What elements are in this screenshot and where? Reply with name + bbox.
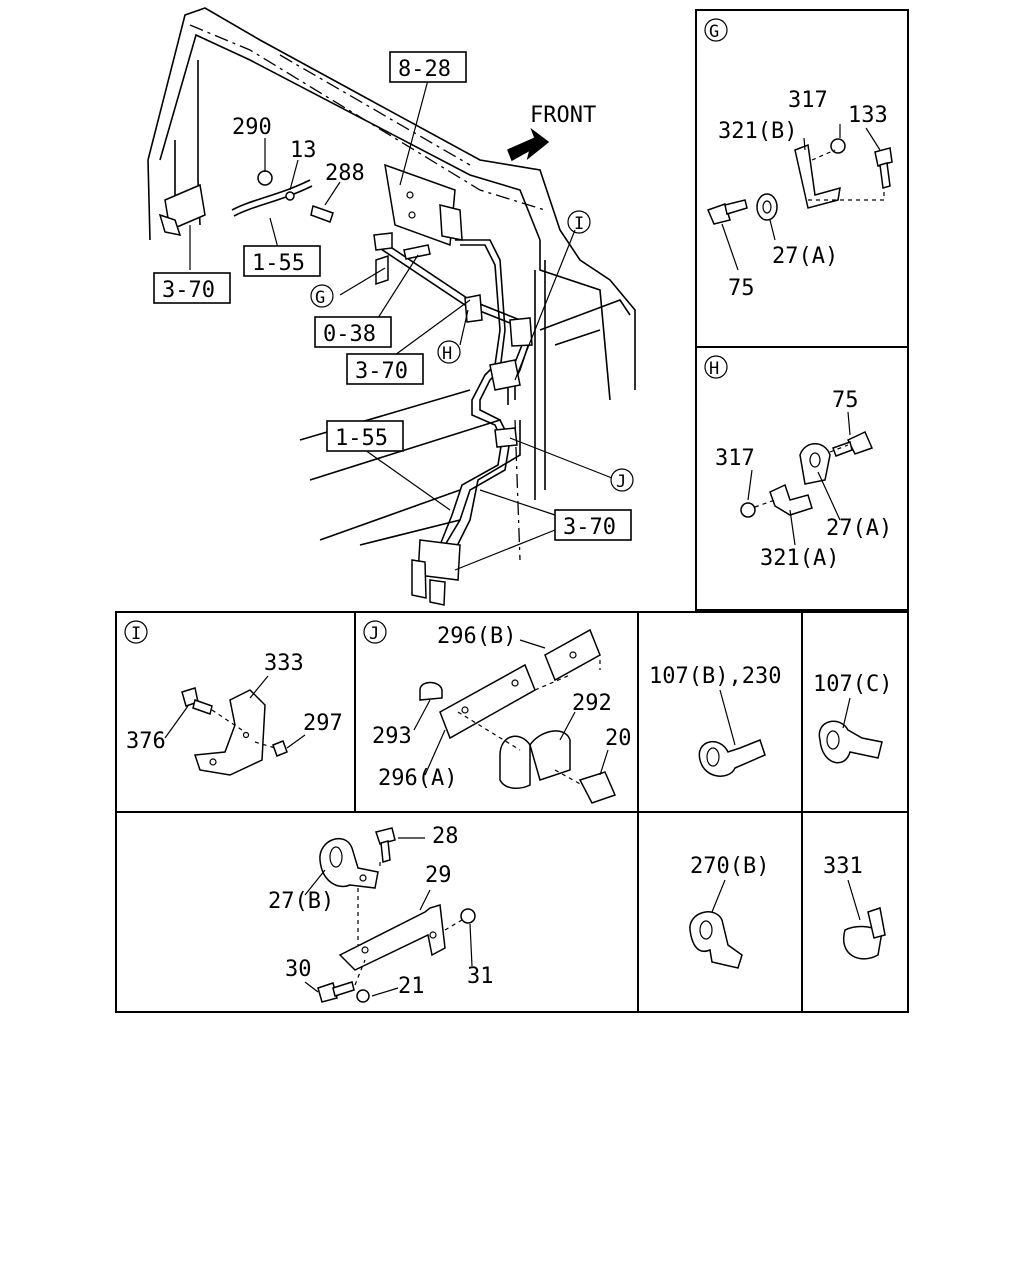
- panel-letter: G: [709, 22, 719, 42]
- part-label: 321(B): [718, 119, 797, 144]
- part-label: 28: [432, 824, 459, 849]
- detail-panel-331: 331: [823, 854, 886, 960]
- detail-panel-j: J 296(B) 292 293 20 296(A): [363, 620, 632, 804]
- part-label: 296(A): [378, 766, 457, 791]
- part-label: 13: [290, 138, 317, 163]
- part-label: 317: [715, 446, 755, 471]
- part-label: 21: [398, 974, 425, 999]
- detail-panel-107c: 107(C): [813, 672, 892, 764]
- part-label: 31: [467, 964, 494, 989]
- part-label: 270(B): [690, 854, 769, 879]
- part-label: 317: [788, 88, 828, 113]
- callout-letter: H: [442, 344, 452, 364]
- part-label: 27(B): [268, 889, 334, 914]
- detail-panel-h: H 75 317 27(A) 321(A): [704, 355, 892, 571]
- panel-letter: H: [709, 359, 719, 379]
- detail-panel-bracket: 28 29 27(B) 30 21 31: [268, 824, 494, 1003]
- ref-box-label: 0-38: [323, 322, 376, 347]
- callout-letter: I: [574, 214, 584, 234]
- callout-letter: J: [616, 472, 626, 492]
- part-label: 20: [605, 726, 632, 751]
- front-label: FRONT: [530, 103, 596, 128]
- main-assembly-view: FRONT 8-28 1-55 3-70 0-38 3-70 1-55 3-70: [147, 7, 636, 606]
- detail-panel-i: I 333 376 297: [124, 620, 343, 776]
- ref-box-label: 8-28: [398, 57, 451, 82]
- ref-box-label: 1-55: [335, 426, 388, 451]
- part-label: 107(C): [813, 672, 892, 697]
- ref-box-label: 3-70: [162, 278, 215, 303]
- ref-box-label: 3-70: [563, 515, 616, 540]
- part-label: 293: [372, 724, 412, 749]
- callout-letter: G: [315, 288, 325, 308]
- part-label: 75: [728, 276, 755, 301]
- part-label: 331: [823, 854, 863, 879]
- part-label: 27(A): [772, 244, 838, 269]
- panel-letter: I: [131, 624, 141, 644]
- part-label: 75: [832, 388, 859, 413]
- part-label: 27(A): [826, 516, 892, 541]
- panel-letter: J: [369, 624, 379, 644]
- part-label: 296(B): [437, 624, 516, 649]
- detail-panel-g: G 317 133 321(B) 75 27(A): [704, 18, 893, 301]
- part-label: 288: [325, 161, 365, 186]
- part-label: 333: [264, 651, 304, 676]
- ref-box-label: 1-55: [252, 251, 305, 276]
- part-label: 30: [285, 957, 312, 982]
- part-label: 292: [572, 691, 612, 716]
- part-label: 107(B),230: [649, 664, 781, 689]
- part-label: 133: [848, 103, 888, 128]
- ref-box-label: 3-70: [355, 359, 408, 384]
- panel-frames: [115, 9, 909, 1013]
- part-label: 297: [303, 711, 343, 736]
- part-label: 376: [126, 729, 166, 754]
- detail-panel-107b: 107(B),230: [649, 664, 781, 777]
- part-label: 321(A): [760, 546, 839, 571]
- part-label: 290: [232, 115, 272, 140]
- detail-panel-270b: 270(B): [689, 854, 769, 969]
- part-label: 29: [425, 863, 452, 888]
